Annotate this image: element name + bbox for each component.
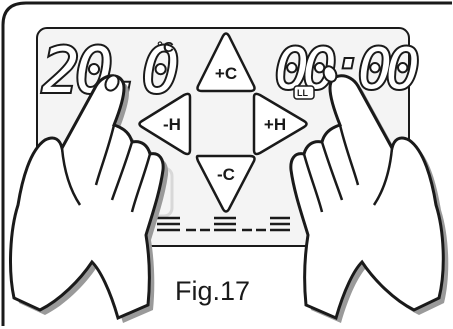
lock-indicator: LL bbox=[297, 88, 308, 98]
hour-down-label: -H bbox=[163, 115, 181, 134]
hour-up-label: +H bbox=[264, 115, 286, 134]
temp-down-label: -C bbox=[217, 165, 235, 184]
temperature-unit: °C bbox=[157, 39, 174, 56]
temp-up-label: +C bbox=[215, 64, 237, 83]
figure-caption: Fig.17 bbox=[175, 276, 295, 307]
